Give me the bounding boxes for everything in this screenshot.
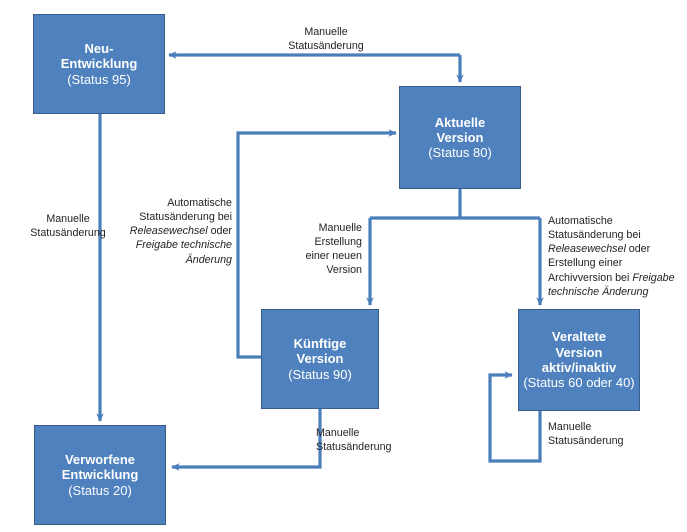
node-title-line: Entwicklung — [60, 56, 138, 72]
edge-label-kuenftige-to-aktuelle: Automatische Statusänderung bei Releasew… — [118, 196, 232, 267]
node-status: (Status 95) — [67, 71, 131, 87]
edge-label-kuenftige-to-verworfene: Manuelle Statusänderung — [316, 427, 392, 454]
node-title-line: Veraltete — [551, 329, 607, 345]
edge-label-part: Automatische Statusänderung bei — [548, 215, 641, 242]
node-status: (Status 80) — [428, 145, 492, 161]
node-neu-entwicklung[interactable]: Neu- Entwicklung (Status 95) — [33, 14, 165, 114]
node-title-line: Neu- — [84, 41, 114, 56]
node-aktuelle-version[interactable]: Aktuelle Version (Status 80) — [399, 86, 521, 189]
edge-label-part: Automatische Statusänderung bei — [139, 197, 232, 224]
node-title-line: Version — [436, 129, 484, 145]
node-title-line: Version — [296, 351, 344, 367]
node-status: (Status 90) — [288, 366, 352, 382]
edge-label-part-italic: Freigabe technische Änderung — [135, 239, 232, 266]
edge-label-part-italic: Freigabe technische Änderung — [548, 271, 675, 298]
edge-kuenftige-to-aktuelle — [236, 129, 397, 359]
edge-label-part-italic: Releasewechsel — [129, 225, 208, 238]
edge-veraltete-self-loop — [488, 371, 542, 463]
node-veraltete-version[interactable]: Veraltete Version aktiv/inaktiv (Status … — [518, 309, 640, 411]
edge-kuenftige-to-verworfene — [171, 409, 322, 471]
edge-label-part: oder — [210, 225, 232, 238]
node-title-line: aktiv/inaktiv — [541, 360, 617, 375]
edge-aktuelle-bus — [370, 189, 540, 220]
edge-label-veraltete-self-loop: Manuelle Statusänderung — [548, 421, 624, 448]
edge-label-neu-to-verworfene: Manuelle Statusänderung — [30, 213, 106, 240]
edge-label-aktuelle-to-veraltete: Automatische Statusänderung bei Releasew… — [548, 214, 684, 299]
node-status: (Status 20) — [68, 482, 132, 498]
edge-label-aktuelle-to-neu: Manuelle Statusänderung — [288, 26, 364, 53]
edge-label-part-italic: Releasewechsel — [548, 243, 626, 256]
node-title-line: Entwicklung — [61, 467, 139, 483]
node-title-line: Künftige — [293, 336, 347, 351]
node-kuenftige-version[interactable]: Künftige Version (Status 90) — [261, 309, 379, 409]
edge-label-aktuelle-to-kuenftige: Manuelle Erstellung einer neuen Version — [305, 222, 362, 277]
node-title-line: Aktuelle — [434, 114, 486, 130]
edge-label-part: oder Erstellung einer Archivversion bei — [548, 243, 651, 284]
node-verworfene-entwicklung[interactable]: Verworfene Entwicklung (Status 20) — [34, 425, 166, 525]
node-title-line: Version — [555, 344, 603, 360]
node-status: (Status 60 oder 40) — [523, 375, 635, 391]
node-title-line: Verworfene — [64, 452, 136, 467]
